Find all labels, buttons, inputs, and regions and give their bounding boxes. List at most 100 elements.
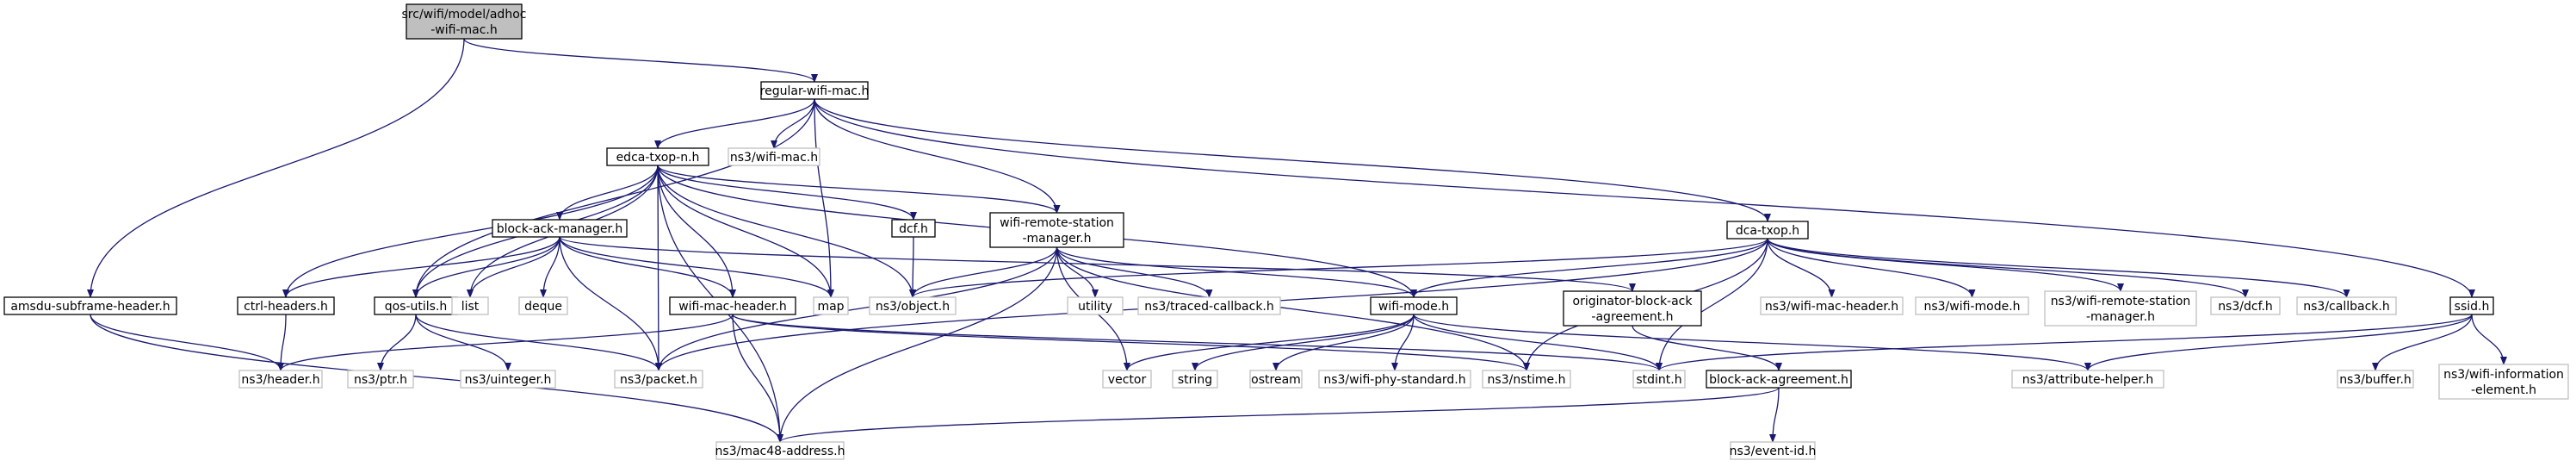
node-tcb: ns3/traced-callback.h — [1137, 296, 1281, 315]
node-box — [1726, 221, 1809, 240]
node-label: ns3/nstime.h — [1488, 373, 1566, 387]
edge-wmach-to-mac48 — [732, 314, 783, 443]
edge-qos-to-pkt — [415, 314, 662, 371]
node-label: qos-utils.h — [385, 300, 448, 314]
node-box — [1915, 296, 2029, 315]
node-label: ns3/wifi-mac-header.h — [1765, 300, 1898, 314]
node-label: originator-block-ack — [1573, 295, 1694, 308]
edge-wrsm-to-pkt — [655, 246, 1058, 371]
edge-wrsm-to-wmode — [1056, 246, 1417, 298]
edge-rwm-to-wmh — [771, 98, 815, 149]
node-label: deque — [524, 300, 562, 314]
node-box — [606, 147, 709, 166]
node-box — [1137, 296, 1281, 315]
node-baa[interactable]: block-ack-agreement.h — [1706, 370, 1852, 389]
node-box — [1760, 296, 1904, 315]
edge-wmode-to-ostream — [1273, 314, 1415, 371]
node-box — [2449, 296, 2494, 315]
edge-wmode-to-ahelp — [1413, 314, 2091, 371]
node-box — [1102, 370, 1152, 389]
node-util: utility — [1067, 296, 1124, 315]
node-box — [1706, 370, 1852, 389]
node-box — [1563, 290, 1702, 327]
node-box — [1172, 370, 1218, 389]
edge-wmach-to-stdint — [732, 314, 1663, 371]
node-label: block-ack-agreement.h — [1709, 373, 1848, 387]
edge-dca-to-nwrsm — [1767, 238, 2124, 292]
node-list: list — [451, 296, 489, 315]
node-box — [406, 3, 523, 40]
edge-wrsm-to-mac48 — [777, 246, 1058, 443]
node-evid: ns3/event-id.h — [1730, 441, 1816, 460]
edge-oba-to-baa — [1632, 325, 1782, 371]
node-label: ns3/callback.h — [2303, 300, 2389, 314]
node-label: wifi-mac-header.h — [678, 300, 787, 314]
node-box — [891, 219, 936, 238]
edge-dca-to-obj — [909, 238, 1768, 298]
node-label: -element.h — [2471, 383, 2536, 397]
node-label: regular-wifi-mac.h — [760, 84, 870, 98]
node-wmach[interactable]: wifi-mac-header.h — [669, 296, 796, 315]
node-label: -manager.h — [1022, 232, 1091, 246]
node-dca[interactable]: dca-txop.h — [1726, 221, 1809, 240]
node-nstime: ns3/nstime.h — [1482, 370, 1571, 389]
node-box — [2210, 296, 2281, 315]
edge-edca-to-dcf — [657, 165, 917, 221]
edge-dca-to-nwmh — [1767, 238, 1836, 298]
edge-wmode-to-wps — [1391, 314, 1415, 371]
node-box — [1318, 370, 1471, 389]
edge-edca-to-pkt — [654, 165, 662, 371]
node-box — [1249, 370, 1303, 389]
node-ssid[interactable]: ssid.h — [2449, 296, 2494, 315]
edge-root-to-amsdu — [87, 38, 465, 298]
node-label: ns3/wifi-remote-station — [2051, 295, 2191, 308]
node-label: list — [461, 300, 480, 314]
node-buf: ns3/buffer.h — [2337, 370, 2414, 389]
node-amsdu[interactable]: amsdu-subframe-header.h — [3, 296, 177, 315]
node-edca[interactable]: edca-txop-n.h — [606, 147, 709, 166]
node-nwmode: ns3/wifi-mode.h — [1915, 296, 2029, 315]
node-box — [1370, 296, 1458, 315]
node-label: -wifi-mac.h — [430, 23, 498, 37]
edge-ctrl-to-hdr — [277, 314, 287, 371]
node-box — [518, 296, 568, 315]
node-obj: ns3/object.h — [869, 296, 957, 315]
edge-edca-to-bam — [556, 165, 659, 221]
node-box — [1482, 370, 1571, 389]
node-label: dcf.h — [899, 222, 928, 236]
node-box — [492, 219, 628, 238]
node-label: ns3/uinteger.h — [465, 373, 552, 387]
node-ahelp: ns3/attribute-helper.h — [2011, 370, 2164, 389]
node-wrsm[interactable]: wifi-remote-station-manager.h — [989, 212, 1124, 248]
node-vector: vector — [1102, 370, 1152, 389]
node-box — [760, 81, 869, 100]
node-label: ns3/mac48-address.h — [715, 445, 845, 458]
node-mac48: ns3/mac48-address.h — [715, 441, 845, 460]
edge-amsdu-to-hdr — [90, 314, 284, 371]
node-wps: ns3/wifi-phy-standard.h — [1318, 370, 1471, 389]
node-oba[interactable]: originator-block-ack-agreement.h — [1563, 290, 1702, 327]
edge-qos-to-ptr — [377, 314, 417, 371]
edge-wmode-to-string — [1192, 314, 1415, 371]
node-rwm[interactable]: regular-wifi-mac.h — [760, 81, 870, 100]
node-wmode[interactable]: wifi-mode.h — [1370, 296, 1458, 315]
edge-rwm-to-map — [814, 98, 834, 298]
node-label: wifi-mode.h — [1378, 300, 1449, 314]
node-label: ns3/wifi-mode.h — [1923, 300, 2020, 314]
node-root[interactable]: src/wifi/model/adhoc-wifi-mac.h — [402, 3, 527, 40]
node-ctrl[interactable]: ctrl-headers.h — [237, 296, 335, 315]
node-dcf[interactable]: dcf.h — [891, 219, 936, 238]
node-nwrsm: ns3/wifi-remote-station-manager.h — [2044, 290, 2197, 327]
node-qos[interactable]: qos-utils.h — [374, 296, 458, 315]
node-label: src/wifi/model/adhoc — [402, 8, 527, 22]
node-box — [614, 370, 703, 389]
node-label: ns3/ptr.h — [354, 373, 407, 387]
edge-ssid-to-stdint — [1656, 314, 2473, 371]
edge-rwm-to-dca — [814, 98, 1771, 222]
node-bam[interactable]: block-ack-manager.h — [492, 219, 628, 238]
node-box — [2337, 370, 2414, 389]
node-box — [2438, 364, 2569, 400]
node-label: ns3/wifi-information — [2443, 368, 2564, 382]
edge-edca-to-obj — [657, 165, 916, 298]
node-label: ostream — [1251, 373, 1301, 387]
